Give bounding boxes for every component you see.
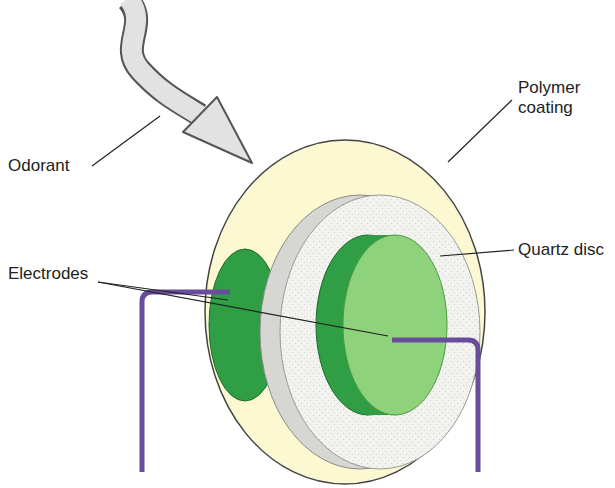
leader-line [92,116,160,166]
wire [142,292,230,472]
polymer-coating [205,140,485,484]
quartz-disc [280,195,480,469]
leader-line [98,282,388,336]
part-label: Quartz disc [518,240,612,260]
part-label: Electrodes [8,264,100,284]
leader-line [448,100,512,162]
leader-line [98,282,228,300]
wire [392,340,478,472]
odorant-label: Odorant [8,156,98,176]
odorant-arrowhead [183,97,252,163]
part-label: Polymer coating [518,78,610,118]
leader-line [440,250,514,256]
odorant-arrow [128,0,201,116]
front-electrode-face [343,235,447,415]
